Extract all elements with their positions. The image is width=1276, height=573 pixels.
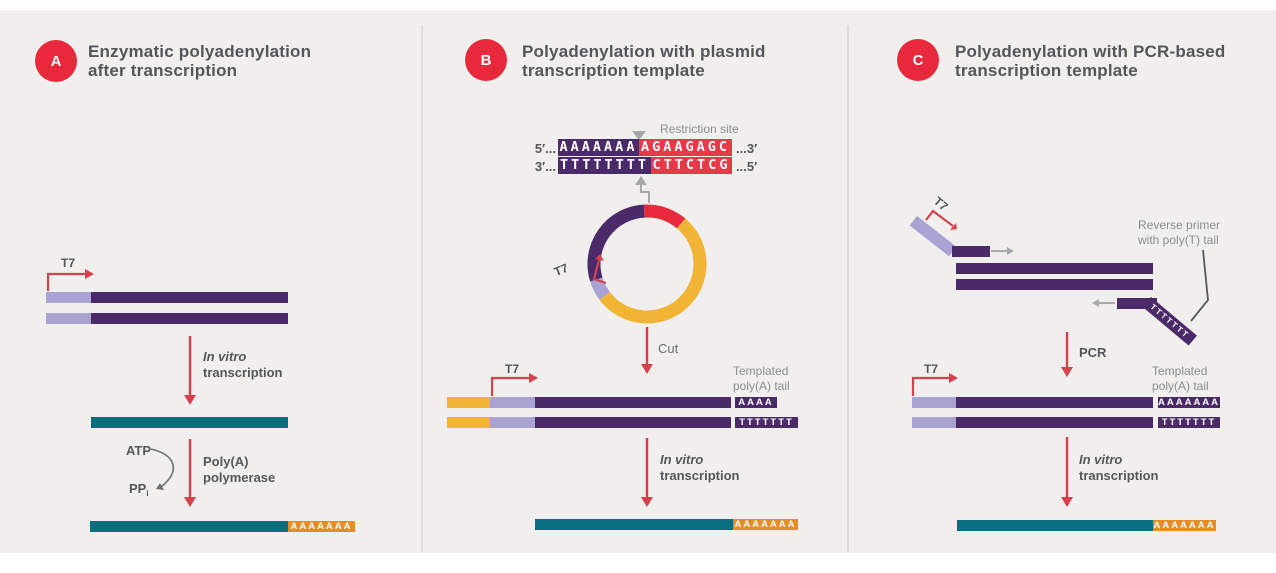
vector-segment: [447, 417, 490, 428]
panel-b-badge-label: B: [480, 51, 492, 69]
ppi-subscript: i: [146, 489, 149, 498]
panel-a-badge: A: [35, 40, 77, 82]
templated-polya-label: Templated poly(A) tail: [733, 364, 790, 394]
promoter-segment: [46, 313, 91, 324]
insert-strand-bottom: [535, 417, 731, 428]
template-strand-top: [91, 292, 288, 303]
reverse-primer-label: Reverse primer with poly(T) tail: [1138, 218, 1220, 248]
t7-label: T7: [61, 256, 76, 270]
vector-segment: [447, 397, 490, 408]
seq-top-suffix: ...3′: [736, 141, 758, 156]
ppi-text: PP: [129, 481, 147, 496]
polya-tail-box: AAAAAAA: [288, 521, 355, 532]
templated-text: Templated: [1152, 364, 1208, 378]
templated-text: Templated: [733, 364, 789, 378]
transcription-text: transcription: [660, 468, 740, 483]
panel-divider-1: [421, 25, 423, 552]
seq-top-polya: AAAAAAA: [558, 139, 639, 156]
template-strand-bottom: [956, 279, 1153, 290]
panel-c-badge-label: C: [912, 51, 924, 69]
panel-b-title-line1: Polyadenylation with plasmid: [522, 42, 766, 61]
panel-c-badge: C: [897, 39, 939, 81]
panel-divider-2: [847, 25, 849, 552]
seq-bottom-suffix: ...5′: [736, 159, 758, 174]
panel-b-badge: B: [465, 39, 507, 81]
pcr-product-strand-top: [956, 397, 1153, 408]
rna-transcript: [91, 417, 288, 428]
polyt-tail-text: with poly(T) tail: [1138, 233, 1219, 247]
seq-top-prefix: 5′...: [534, 141, 556, 156]
promoter-segment: [912, 397, 956, 408]
transcription-text: transcription: [203, 365, 283, 380]
reverse-primer-text: Reverse primer: [1138, 218, 1221, 232]
panel-c-title: Polyadenylation with PCR-based transcrip…: [955, 42, 1226, 80]
seq-bottom-restriction: CTTCTCG: [651, 157, 732, 174]
panel-a-title-line2: after transcription: [88, 61, 238, 80]
panel-a-title-line1: Enzymatic polyadenylation: [88, 42, 312, 61]
templated-polya-label: Templated poly(A) tail: [1152, 364, 1209, 394]
reverse-primer: [1117, 298, 1157, 309]
polyadenylated-rna: [90, 521, 288, 532]
polyadenylated-rna: [957, 520, 1153, 531]
forward-primer: [952, 246, 990, 257]
promoter-segment: [912, 417, 956, 428]
panel-a-title: Enzymatic polyadenylation after transcri…: [88, 42, 311, 80]
in-vitro-text: In vitro: [660, 452, 704, 467]
in-vitro-transcription-label: In vitro transcription: [1079, 452, 1158, 484]
polymerase-text: polymerase: [203, 470, 276, 485]
insert-strand-top: [535, 397, 731, 408]
in-vitro-transcription-label: In vitro transcription: [203, 349, 282, 381]
pcr-label: PCR: [1079, 345, 1107, 360]
atp-label: ATP: [126, 443, 152, 458]
t7-label: T7: [924, 362, 939, 376]
panel-c-title-line2: transcription template: [955, 61, 1138, 80]
panel-b-title: Polyadenylation with plasmid transcripti…: [522, 42, 766, 80]
promoter-segment: [490, 397, 535, 408]
in-vitro-text: In vitro: [1079, 452, 1123, 467]
in-vitro-transcription-label: In vitro transcription: [660, 452, 739, 484]
promoter-segment: [46, 292, 91, 303]
seq-bottom-prefix: 3′...: [534, 159, 556, 174]
template-strand-top: [956, 263, 1153, 274]
polyadenylated-rna: [535, 519, 733, 530]
templated-polyt-box: TTTTTTT: [1158, 417, 1220, 428]
restriction-site-label: Restriction site: [660, 122, 739, 136]
polya-polymerase-label: Poly(A) polymerase: [203, 454, 275, 486]
promoter-segment: [490, 417, 535, 428]
polya-text: Poly(A): [203, 454, 249, 469]
polya-tail-text: poly(A) tail: [733, 379, 790, 393]
polya-tail-box: AAAAAAA: [1153, 520, 1216, 531]
in-vitro-text: In vitro: [203, 349, 247, 364]
polya-tail-box: AAAAAAA: [733, 519, 798, 530]
templated-polya-box: AAAA: [735, 397, 777, 408]
polya-tail-text: poly(A) tail: [1152, 379, 1209, 393]
panel-a-badge-label: A: [50, 52, 62, 70]
seq-bottom-polyt: TTTTTTTT: [558, 157, 651, 174]
pcr-product-strand-bottom: [956, 417, 1153, 428]
transcription-text: transcription: [1079, 468, 1159, 483]
templated-polyt-box: TTTTTTT: [735, 417, 798, 428]
ppi-label: PPi: [129, 481, 149, 502]
t7-label: T7: [505, 362, 520, 376]
template-strand-bottom: [91, 313, 288, 324]
templated-polya-box: AAAAAAA: [1158, 397, 1220, 408]
cut-label: Cut: [658, 341, 679, 356]
panel-c-title-line1: Polyadenylation with PCR-based: [955, 42, 1226, 61]
seq-top-restriction: AGAAGAGC: [639, 139, 732, 156]
panel-b-title-line2: transcription template: [522, 61, 705, 80]
